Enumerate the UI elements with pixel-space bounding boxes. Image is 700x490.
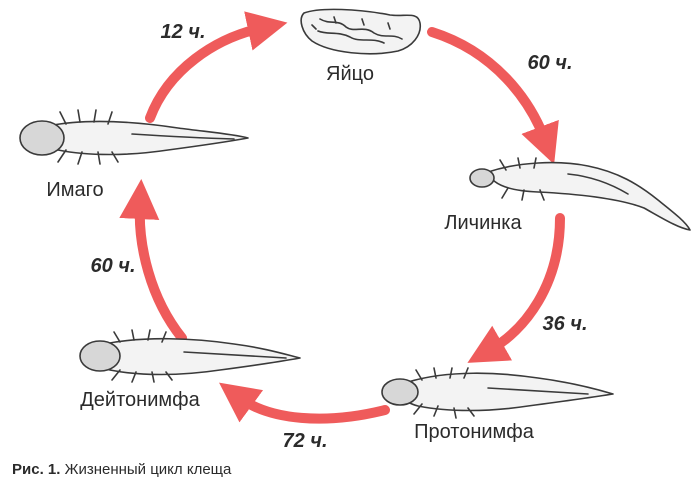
duration-deutonymph-to-adult: 60 ч.	[90, 255, 135, 277]
duration-egg-to-larva: 60 ч.	[527, 52, 572, 74]
cycle-arrows	[119, 11, 565, 424]
duration-larva-to-protonymph: 36 ч.	[542, 313, 587, 335]
arrow-adult-to-egg	[145, 11, 288, 123]
stage-label-adult: Имаго	[46, 179, 103, 201]
duration-protonymph-to-deutonymph: 72 ч.	[282, 430, 327, 452]
arrow-egg-to-larva	[427, 27, 559, 165]
figure-caption: Рис. 1. Жизненный цикл клеща	[12, 461, 231, 478]
stage-label-deutonymph: Дейтонимфа	[80, 389, 200, 411]
arrow-protonymph-to-deutonymph	[219, 382, 390, 424]
deutonymph-illustration	[79, 329, 301, 383]
figure-caption-text: Жизненный цикл клеща	[60, 461, 232, 478]
arrow-larva-to-protonymph	[467, 213, 565, 363]
arrow-deutonymph-to-adult	[119, 179, 187, 343]
protonymph-illustration	[381, 367, 614, 419]
larva-illustration	[469, 157, 691, 231]
figure-caption-prefix: Рис. 1.	[12, 461, 61, 478]
adult-illustration	[19, 109, 249, 165]
stage-label-larva: Личинка	[444, 212, 522, 234]
stage-label-egg: Яйцо	[326, 63, 374, 85]
duration-adult-to-egg: 12 ч.	[160, 21, 205, 43]
stage-label-protonymph: Протонимфа	[414, 421, 535, 443]
egg-illustration	[300, 8, 422, 55]
